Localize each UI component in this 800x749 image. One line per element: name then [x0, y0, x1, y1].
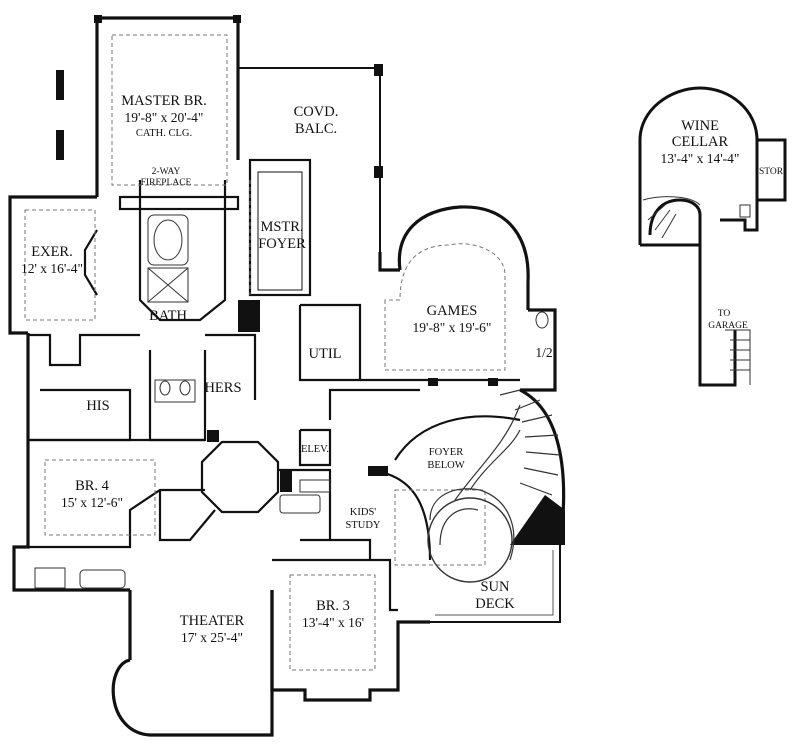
br4-label: BR. 4	[75, 478, 110, 494]
his-label: HIS	[86, 398, 109, 414]
half-bath-label: 1/2	[535, 345, 552, 360]
exer-size: 12' x 16'-4"	[21, 261, 83, 276]
fireplace-label-line2: FIREPLACE	[141, 178, 192, 188]
util-label: UTIL	[308, 346, 341, 362]
staircase	[427, 389, 561, 583]
wine-cellar-label-line1: WINE	[681, 118, 719, 134]
theater-size: 17' x 25'-4"	[181, 630, 243, 645]
to-garage-label-line2: GARAGE	[708, 321, 748, 331]
sun-deck-label-line2: DECK	[475, 596, 515, 612]
wine-cellar-stairs	[642, 196, 751, 385]
mstr-foyer-label-line2: FOYER	[258, 236, 306, 252]
exterior-walls	[8, 16, 566, 737]
master-br-note: CATH. CLG.	[136, 128, 192, 139]
br4-size: 15' x 12'-6"	[61, 495, 123, 510]
master-br-label: MASTER BR.	[121, 93, 206, 109]
to-garage-label-line1: TO	[718, 309, 731, 319]
exer-label: EXER.	[31, 244, 72, 260]
sun-deck-rail	[435, 550, 554, 616]
covd-balc-label-line2: BALC.	[295, 121, 337, 137]
sun-deck-label-line1: SUN	[480, 579, 510, 595]
bath-label: BATH	[149, 308, 187, 324]
stor-label: STOR	[759, 167, 784, 177]
br3-label: BR. 3	[316, 598, 350, 614]
fireplace-label-line1: 2-WAY	[152, 167, 181, 177]
foyer-below-label-line1: FOYER	[429, 447, 463, 458]
theater-label: THEATER	[180, 613, 245, 629]
wine-cellar-size: 13'-4" x 14'-4"	[661, 151, 740, 166]
games-label: GAMES	[427, 303, 478, 319]
fixtures	[34, 214, 549, 589]
mstr-foyer-label-line1: MSTR.	[260, 219, 303, 235]
wine-cellar-annex	[638, 86, 787, 387]
kids-study-label-line1: KIDS'	[350, 507, 377, 518]
elev-label: ELEV.	[301, 444, 329, 455]
wine-cellar-label-line2: CELLAR	[672, 134, 729, 150]
kids-study-label-line2: STUDY	[345, 520, 380, 531]
interior-walls	[28, 158, 521, 612]
wall-posts	[56, 15, 565, 545]
dashed-ceiling-lines	[24, 34, 506, 671]
games-size: 19'-8" x 19'-6"	[413, 320, 492, 335]
covd-balc-label-line1: COVD.	[294, 104, 339, 120]
master-br-size: 19'-8" x 20'-4"	[125, 110, 204, 125]
foyer-below-label-line2: BELOW	[427, 460, 464, 471]
br3-size: 13'-4" x 16'	[302, 615, 364, 630]
hers-label: HERS	[204, 380, 241, 396]
